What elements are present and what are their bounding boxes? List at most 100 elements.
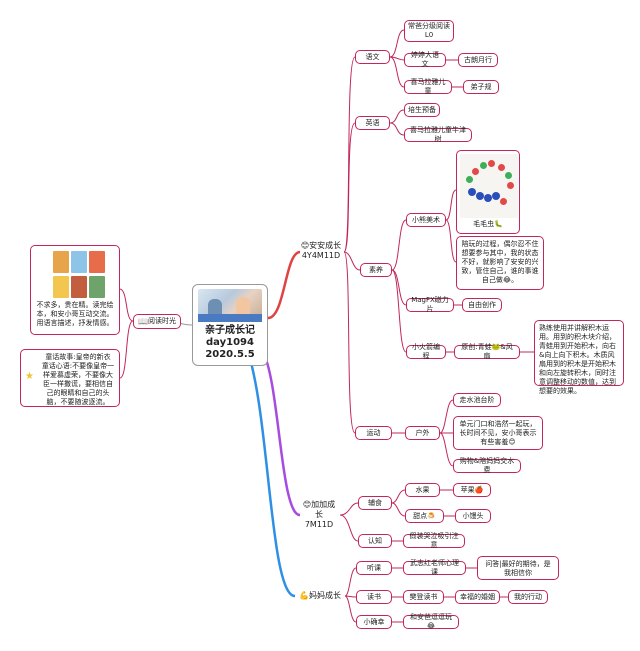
jiajia-label: 加加成长: [311, 500, 336, 519]
book-cover: [53, 251, 69, 273]
listen-item[interactable]: 武志红老师心理课: [403, 559, 466, 576]
code-note-node[interactable]: 熟练使用并讲解积木运用。用到的积木块介绍，青蛙用到开始积木，向右&向上向下积木。…: [534, 320, 624, 395]
chinese-item-text: 婷婷大语文: [411, 51, 439, 68]
book-icon: 📖: [138, 317, 148, 326]
english-item-text: 喜马拉雅儿童牛津树: [410, 126, 466, 143]
reading-time-node[interactable]: 📖 阅读时光: [133, 314, 181, 329]
outdoor-node[interactable]: 户外: [405, 426, 440, 440]
food-node[interactable]: 辅食: [358, 496, 392, 510]
jiajia-age: 7M11D: [304, 520, 334, 529]
code-note-text: 熟练使用并讲解积木运用。用到的积木块介绍，青蛙用到开始积木，向右&向上向下积木。…: [539, 324, 616, 395]
sport-label: 运动: [366, 428, 381, 437]
art-caption: 毛毛虫🐛: [473, 220, 503, 228]
code-item-text: 原创:青蛙🐸&风扇: [461, 343, 513, 360]
mama-growth-node[interactable]: 💪妈妈成长: [293, 589, 347, 603]
english-item-pearson[interactable]: 培生预备: [404, 103, 440, 117]
english-node[interactable]: 英语: [355, 116, 390, 130]
smile-icon: 😊: [302, 500, 312, 509]
chinese-item-ximalaya[interactable]: 喜马拉雅儿童: [404, 78, 452, 95]
cognition-item-text: 假装哭泣吸引注意: [409, 532, 459, 549]
code-item[interactable]: 原创:青蛙🐸&风扇: [454, 343, 520, 360]
cognition-item[interactable]: 假装哭泣吸引注意: [403, 532, 465, 549]
listen-item-text: 武志红老师心理课: [410, 559, 459, 576]
listen-note[interactable]: 问答|最好的期待，是我相信你: [477, 556, 559, 580]
read-action[interactable]: 我的行动: [508, 590, 548, 604]
anan-age: 4Y4M11D: [301, 251, 341, 260]
mama-label: 妈妈成长: [308, 591, 341, 600]
cognition-label: 认知: [368, 536, 382, 545]
book-covers: [35, 249, 115, 301]
read-book[interactable]: 幸福的婚姻: [455, 590, 500, 604]
chinese-item-dizigui[interactable]: 弟子规: [463, 80, 499, 94]
chinese-label: 语文: [365, 52, 380, 61]
reading-time-label: 阅读时光: [147, 317, 176, 325]
dessert-label: 甜点🍮: [413, 511, 436, 520]
fruit-node[interactable]: 水果: [405, 483, 440, 497]
reading-note-node[interactable]: 不求多，贵在精。读完绘本，和安小哥互动交流。用语言描述，抒发情感。: [30, 245, 120, 335]
chinese-node[interactable]: 语文: [355, 50, 390, 64]
happy-item-text: 和安爸逗逗玩😂: [410, 613, 452, 630]
book-cover: [71, 251, 87, 273]
center-photo: [198, 289, 262, 322]
cognition-node[interactable]: 认知: [358, 534, 392, 548]
sport-item-text: 单元门口和浩然一起玩，长时间不见，安小哥表示有些害羞😊: [459, 420, 537, 446]
reading-note-text: 不求多，贵在精。读完绘本，和安小哥互动交流。用语言描述，抒发情感。: [36, 301, 114, 327]
suyang-node[interactable]: 素养: [360, 263, 392, 277]
happy-item[interactable]: 和安爸逗逗玩😂: [403, 613, 459, 630]
english-label: 英语: [365, 118, 380, 127]
book-cover: [53, 276, 69, 298]
read-item-text: 樊登读书: [409, 592, 438, 601]
art-photo-node[interactable]: 毛毛虫🐛: [456, 150, 520, 234]
sport-item-text: 走水池台阶: [459, 395, 495, 404]
dessert-node[interactable]: 甜点🍮: [405, 509, 444, 523]
magfx-node[interactable]: MagFX磁力片: [406, 296, 454, 313]
happy-node[interactable]: 小确幸: [356, 615, 392, 629]
story-text: 童话故事:皇帝的新衣 童话心语:不要像皇帝一样爱慕虚荣，不要像大臣一样撒谎，要相…: [41, 353, 115, 406]
book-cover: [89, 251, 105, 273]
food-label: 辅食: [368, 498, 382, 507]
magfx-label: MagFX磁力片: [411, 296, 449, 313]
read-node[interactable]: 读书: [356, 590, 392, 604]
sport-node[interactable]: 运动: [355, 426, 392, 440]
art-label: 小熊美术: [412, 215, 440, 224]
chinese-item-poem[interactable]: 古朗月行: [458, 53, 498, 67]
bun-label: 小馒头: [462, 511, 484, 520]
magfx-item-text: 自由创作: [468, 300, 496, 309]
center-date: 2020.5.5: [205, 349, 255, 360]
art-node[interactable]: 小熊美术: [406, 213, 446, 227]
listen-node[interactable]: 听课: [356, 561, 392, 575]
chinese-item-tingting[interactable]: 婷婷大语文: [404, 51, 446, 68]
sport-item-text: 购物&陪妈妈交水费: [459, 457, 515, 474]
read-item[interactable]: 樊登读书: [403, 590, 444, 604]
chinese-item-reading[interactable]: 常爸分级阅读L0: [404, 20, 454, 42]
anan-growth-node[interactable]: 😊安安成长 4Y4M11D: [296, 238, 346, 264]
fruit-label: 水果: [415, 485, 430, 494]
book-cover: [89, 276, 105, 298]
english-item-text: 培生预备: [408, 105, 436, 114]
art-note-text: 陪玩的过程，偶尔忍不住想要参与其中，我的状态不好，就影响了安安的兴致，管住自己，…: [461, 240, 539, 284]
center-title: 亲子成长记day1094: [205, 325, 255, 348]
bun-node[interactable]: 小馒头: [455, 509, 491, 523]
magfx-item[interactable]: 自由创作: [462, 298, 502, 312]
listen-label: 听课: [367, 563, 381, 572]
suyang-label: 素养: [369, 265, 383, 274]
chinese-item-text: 古朗月行: [464, 55, 492, 64]
jiajia-growth-node[interactable]: 😊加加成长 7M11D: [296, 500, 342, 529]
sport-item-shopping[interactable]: 购物&陪妈妈交水费: [453, 457, 521, 474]
anan-label: 安安成长: [309, 241, 342, 250]
code-node[interactable]: 小火箭编程: [406, 343, 446, 360]
code-label: 小火箭编程: [412, 343, 440, 360]
art-note-node[interactable]: 陪玩的过程，偶尔忍不住想要参与其中，我的状态不好，就影响了安安的兴致，管住自己，…: [456, 236, 544, 290]
sport-item-haoran[interactable]: 单元门口和浩然一起玩，长时间不见，安小哥表示有些害羞😊: [453, 416, 543, 450]
read-book-text: 幸福的婚姻: [460, 592, 495, 601]
english-item-oxford[interactable]: 喜马拉雅儿童牛津树: [404, 126, 472, 143]
caterpillar-painting: [460, 154, 518, 218]
smile-icon: 😊: [300, 241, 310, 250]
sport-item-steps[interactable]: 走水池台阶: [453, 393, 501, 407]
center-topic[interactable]: 亲子成长记day1094 2020.5.5: [192, 284, 268, 366]
star-icon: ★: [25, 371, 34, 382]
outdoor-label: 户外: [415, 428, 430, 437]
story-node[interactable]: ★ 童话故事:皇帝的新衣 童话心语:不要像皇帝一样爱慕虚荣，不要像大臣一样撒谎，…: [20, 349, 120, 407]
apple-node[interactable]: 苹果🍎: [453, 483, 491, 497]
